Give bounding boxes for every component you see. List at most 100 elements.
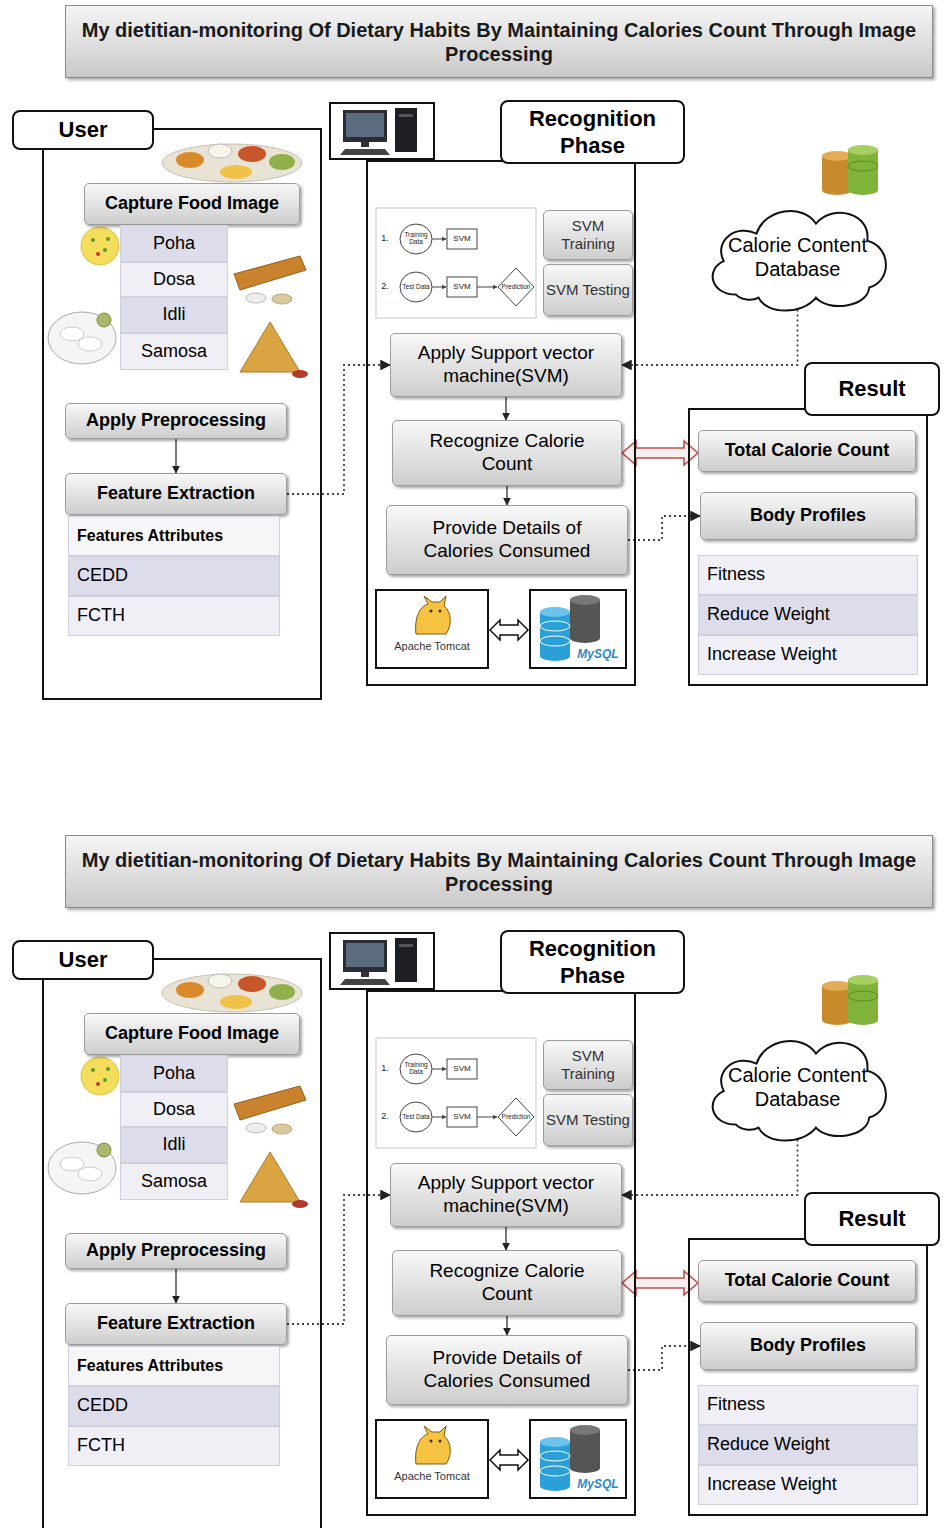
logo-label: MySQL bbox=[572, 646, 624, 662]
svm-mini-diagram bbox=[376, 208, 536, 318]
node-text: Recognize Calorie Count bbox=[393, 1256, 621, 1310]
process-box: Capture Food Image bbox=[84, 183, 300, 225]
table-row: Increase Weight bbox=[698, 635, 918, 675]
phase-panel: ResultTotal Calorie CountBody ProfilesFi… bbox=[688, 1238, 928, 1516]
node-text: Samosa bbox=[121, 1169, 227, 1195]
table-row: Idli bbox=[120, 297, 228, 333]
double-arrow bbox=[490, 620, 528, 640]
node-text: Provide Details of Calories Consumed bbox=[387, 513, 627, 567]
process-box: Apply Preprocessing bbox=[65, 403, 287, 439]
node-text: Dosa bbox=[121, 1097, 227, 1123]
samosa-image bbox=[240, 322, 308, 378]
node-text: My dietitian-monitoring Of Dietary Habit… bbox=[66, 14, 932, 70]
panel-heading: Recognition Phase bbox=[500, 100, 685, 164]
node-text: CEDD bbox=[69, 1393, 279, 1419]
node-text: Calorie Content Database bbox=[695, 227, 900, 281]
node-text: Fitness bbox=[699, 562, 917, 588]
table-row: Increase Weight bbox=[698, 1465, 918, 1505]
connector bbox=[506, 486, 507, 505]
process-box: Capture Food Image bbox=[84, 1013, 300, 1055]
mini-diagram-label: Prediction bbox=[500, 1111, 532, 1123]
node-text: Reduce Weight bbox=[699, 1432, 917, 1458]
process-box: Provide Details of Calories Consumed bbox=[386, 1335, 628, 1405]
poha-image bbox=[81, 227, 119, 265]
mini-diagram-label: SVM bbox=[447, 277, 477, 297]
title-banner: My dietitian-monitoring Of Dietary Habit… bbox=[65, 835, 933, 908]
process-box: Body Profiles bbox=[700, 492, 916, 540]
connector bbox=[622, 1139, 798, 1195]
database-cloud: Calorie Content Database bbox=[695, 188, 900, 320]
panel-heading: Result bbox=[804, 1192, 940, 1246]
table-row: Fitness bbox=[698, 555, 918, 595]
dosa-image bbox=[234, 256, 306, 304]
connector bbox=[175, 1269, 176, 1303]
node-text: Dosa bbox=[121, 267, 227, 293]
panel-heading: Result bbox=[804, 362, 940, 416]
node-text: Poha bbox=[121, 231, 227, 257]
panel-heading: User bbox=[12, 940, 154, 980]
idli-image bbox=[48, 312, 116, 364]
node-text: Body Profiles bbox=[701, 1331, 915, 1361]
process-box: Feature Extraction bbox=[65, 473, 287, 515]
table-row: Samosa bbox=[120, 1163, 228, 1200]
process-box: Recognize Calorie Count bbox=[392, 1250, 622, 1316]
table-row: CEDD bbox=[68, 1386, 280, 1426]
node-text: Total Calorie Count bbox=[699, 436, 915, 466]
table-row: Samosa bbox=[120, 333, 228, 370]
node-text: My dietitian-monitoring Of Dietary Habit… bbox=[66, 844, 932, 900]
process-box: Recognize Calorie Count bbox=[392, 420, 622, 486]
table-header: Features Attributes bbox=[68, 516, 280, 556]
node-text: Apply Preprocessing bbox=[66, 1236, 286, 1266]
phase-panel: ResultTotal Calorie CountBody ProfilesFi… bbox=[688, 408, 928, 686]
node-text: Idli bbox=[121, 1132, 227, 1158]
svm-step-box: SVM Testing bbox=[543, 264, 633, 316]
node-text: FCTH bbox=[69, 603, 279, 629]
connector bbox=[622, 1271, 698, 1295]
node-text: CEDD bbox=[69, 563, 279, 589]
process-box: Apply Support vector machine(SVM) bbox=[390, 333, 622, 397]
table-row: Fitness bbox=[698, 1385, 918, 1425]
phase-panel: Recognition PhaseSVM TrainingSVM Testing… bbox=[366, 160, 636, 686]
process-box: Provide Details of Calories Consumed bbox=[386, 505, 628, 575]
node-text: Idli bbox=[121, 302, 227, 328]
step-number: 1. bbox=[378, 1062, 392, 1076]
connector bbox=[505, 1227, 506, 1250]
connector bbox=[287, 1195, 390, 1324]
table-row: Dosa bbox=[120, 262, 228, 297]
table-header: Features Attributes bbox=[68, 1346, 280, 1386]
tomcat-logo bbox=[376, 590, 488, 668]
connector bbox=[175, 439, 176, 473]
table-row: FCTH bbox=[68, 1426, 280, 1466]
node-text: Reduce Weight bbox=[699, 602, 917, 628]
node-text: Feature Extraction bbox=[66, 1309, 286, 1339]
process-box: Total Calorie Count bbox=[698, 1260, 916, 1302]
connector bbox=[506, 1316, 507, 1335]
node-text: Body Profiles bbox=[701, 501, 915, 531]
node-text: Samosa bbox=[121, 339, 227, 365]
node-text: FCTH bbox=[69, 1433, 279, 1459]
connector bbox=[622, 441, 698, 465]
svm-step-box: SVM Training bbox=[543, 210, 633, 260]
step-number: 1. bbox=[378, 232, 392, 246]
mini-diagram-label: Prediction bbox=[500, 281, 532, 293]
node-text: SVM Testing bbox=[544, 279, 632, 301]
svm-step-box: SVM Testing bbox=[543, 1094, 633, 1146]
node-text: Poha bbox=[121, 1061, 227, 1087]
node-text: Total Calorie Count bbox=[699, 1266, 915, 1296]
thali-image bbox=[162, 144, 302, 182]
table-row: Reduce Weight bbox=[698, 1425, 918, 1465]
connector bbox=[622, 309, 798, 365]
node-text: Capture Food Image bbox=[85, 1019, 299, 1049]
process-box: Feature Extraction bbox=[65, 1303, 287, 1345]
table-row: CEDD bbox=[68, 556, 280, 596]
mini-diagram-label: Test Data bbox=[401, 276, 431, 298]
mini-diagram-label: SVM bbox=[447, 1107, 477, 1127]
svm-step-box: SVM Training bbox=[543, 1040, 633, 1090]
table-row: Idli bbox=[120, 1127, 228, 1163]
database-icon bbox=[822, 145, 878, 195]
mini-diagram-label: Training Data bbox=[401, 228, 431, 250]
title-banner: My dietitian-monitoring Of Dietary Habit… bbox=[65, 5, 933, 78]
mini-diagram-label: SVM bbox=[447, 1059, 477, 1079]
logo-label: MySQL bbox=[572, 1476, 624, 1492]
process-box: Apply Support vector machine(SVM) bbox=[390, 1163, 622, 1227]
